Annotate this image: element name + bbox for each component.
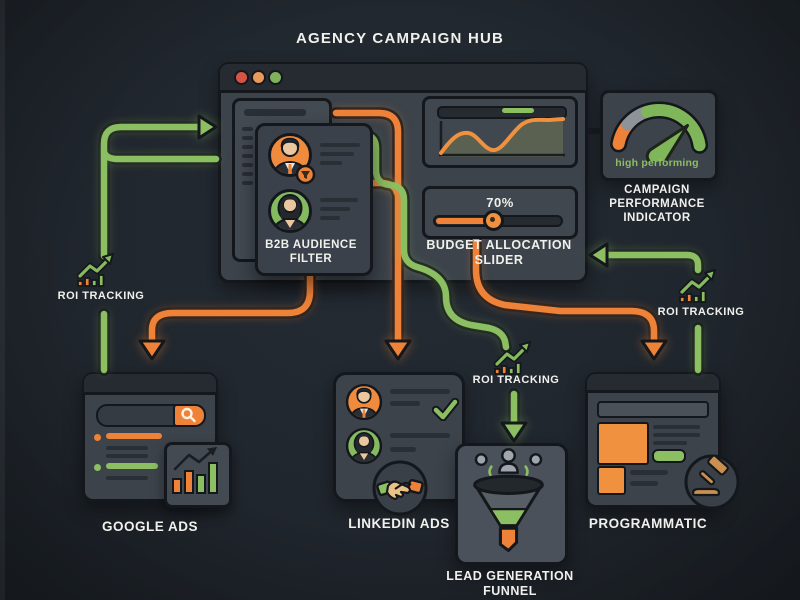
ad-result-line bbox=[106, 433, 162, 439]
slider-fill bbox=[436, 218, 493, 224]
funnel-label-line1: LEAD GENERATION bbox=[446, 569, 574, 583]
roi-tracking-label-right: ROI TRACKING bbox=[657, 306, 745, 318]
roi-tracking-icon-right bbox=[678, 268, 724, 304]
cta-pill[interactable] bbox=[652, 449, 686, 463]
roi-tracking-label-left: ROI TRACKING bbox=[57, 290, 145, 302]
list-header-pill bbox=[244, 109, 306, 116]
gauge-caption-line2: PERFORMANCE bbox=[609, 198, 705, 210]
search-icon bbox=[181, 407, 196, 423]
window-minimize-button[interactable] bbox=[251, 70, 266, 85]
window-close-button[interactable] bbox=[234, 70, 249, 85]
line-hub-to-center-roi bbox=[332, 130, 510, 351]
funnel-label-line2: FUNNEL bbox=[483, 584, 537, 598]
filter-badge-icon bbox=[295, 164, 316, 185]
search-button[interactable] bbox=[173, 404, 206, 427]
arrow-hub-to-programmatic bbox=[472, 232, 658, 347]
handshake-icon bbox=[372, 460, 428, 516]
display-ad-large bbox=[597, 422, 649, 465]
auction-gavel-icon bbox=[684, 454, 740, 510]
linkedin-ads-label: LINKEDIN ADS bbox=[348, 516, 450, 531]
google-metrics-card bbox=[164, 442, 232, 508]
roi-tracking-icon-center bbox=[493, 340, 539, 376]
ad-result-line bbox=[106, 463, 158, 469]
b2b-filter-label-line1: B2B AUDIENCE bbox=[265, 239, 357, 251]
google-ads-label: GOOGLE ADS bbox=[101, 519, 198, 534]
bar-chart-icon bbox=[172, 447, 218, 494]
performance-chart-panel bbox=[422, 96, 578, 168]
funnel-icon bbox=[473, 448, 544, 553]
arrow-roi-to-hub bbox=[100, 123, 204, 260]
budget-slider-label-line2: SLIDER bbox=[474, 253, 524, 267]
hub-window-titlebar bbox=[220, 64, 586, 93]
display-ad-small bbox=[597, 466, 626, 495]
gauge-icon bbox=[610, 101, 709, 161]
gauge-status: high performing bbox=[615, 157, 699, 169]
window-zoom-button[interactable] bbox=[268, 70, 283, 85]
arrow-roi-to-hub-right bbox=[603, 251, 702, 274]
b2b-audience-filter-card: B2B AUDIENCE FILTER bbox=[255, 123, 373, 276]
trend-line-chart bbox=[439, 117, 565, 157]
roi-tracking-icon-left bbox=[76, 252, 122, 288]
gauge-caption-line1: CAMPAIGN bbox=[624, 184, 690, 196]
performance-gauge-box: high performing bbox=[600, 90, 718, 181]
gauge-caption-line3: INDICATOR bbox=[623, 212, 691, 224]
lead-funnel-box bbox=[455, 443, 568, 565]
b2b-filter-label-line2: FILTER bbox=[289, 253, 333, 265]
programmatic-label: PROGRAMMATIC bbox=[588, 516, 708, 531]
arrow-hub-to-google bbox=[148, 256, 314, 347]
slider-handle[interactable] bbox=[483, 210, 504, 231]
budget-slider-panel: 70% bbox=[422, 186, 578, 239]
slider-value: 70% bbox=[486, 195, 514, 210]
check-icon bbox=[432, 398, 459, 421]
budget-slider-label-line1: BUDGET ALLOCATION bbox=[426, 238, 572, 252]
banner-placeholder bbox=[597, 401, 709, 418]
roi-tracking-label-center: ROI TRACKING bbox=[472, 374, 560, 386]
female-avatar-icon bbox=[267, 188, 313, 234]
arrow-hub-to-linkedin bbox=[332, 109, 402, 347]
diagram-title: AGENCY CAMPAIGN HUB bbox=[295, 30, 505, 47]
progress-segment bbox=[502, 108, 534, 113]
